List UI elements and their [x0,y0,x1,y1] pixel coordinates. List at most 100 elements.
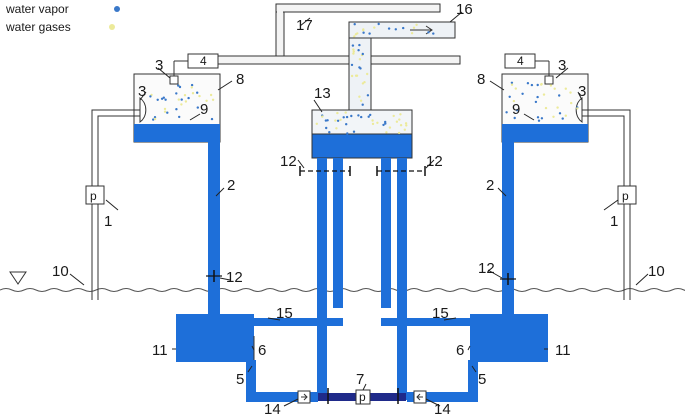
dot [352,50,355,53]
dot [209,93,213,97]
label-17: 17 [296,17,313,34]
dot [558,94,561,97]
central-pipes [254,158,471,328]
dot [315,122,318,126]
label-1-right: 1 [610,213,618,230]
label-5-left: 5 [236,371,244,388]
dot [564,87,567,90]
dot [152,118,155,121]
check-valve-14-left[interactable] [297,390,311,404]
dot [384,122,387,125]
dot [354,74,358,77]
dot [549,84,553,87]
pump-p-left: p [90,189,97,203]
dot [321,115,324,118]
dot [362,29,365,32]
dot [534,100,538,104]
left-chamber-8 [133,73,221,143]
label-1-left: 1 [104,213,112,230]
pump-p-center: p [359,390,366,404]
dot [358,58,362,61]
dot [530,83,534,87]
label-3-right: 3 [578,83,586,100]
valve-12-center-right[interactable] [376,166,426,176]
dot [373,26,376,29]
dot [156,98,159,102]
dot [363,81,366,84]
valve-12-right[interactable] [500,273,516,285]
right-tank-11 [470,314,548,362]
dot [346,132,349,135]
left-tank-11 [176,314,255,362]
dot [166,111,169,114]
dot [526,82,530,85]
dot [405,124,408,127]
legend: water vapor water gases [5,2,120,34]
dot [175,92,178,95]
dot [361,52,364,56]
dot [205,99,208,103]
dot [353,35,356,38]
label-6-right: 6 [456,342,464,359]
dot [326,119,329,122]
label-12-center-left: 12 [280,153,297,170]
dot [521,92,524,96]
dot [339,118,342,122]
dot [402,26,405,30]
dot [514,87,517,90]
dot [540,83,543,86]
dot [163,110,167,113]
dot [397,131,401,135]
dot [377,22,380,26]
dot [198,94,201,98]
dot [564,114,567,117]
dot [362,31,365,34]
pump-7[interactable] [327,388,399,405]
label-12-right: 12 [478,260,495,277]
dot [180,98,183,101]
dot [352,48,355,51]
dot [371,122,375,126]
dot [427,31,430,34]
dot [335,127,338,130]
dot [536,95,539,99]
label-8-right: 8 [477,71,485,88]
dot [392,114,395,118]
legend-gases-label: water gases [5,20,71,34]
dot [398,118,401,121]
dot [358,66,361,69]
dot [163,107,167,111]
dot [351,44,355,47]
label-2-right: 2 [486,177,494,194]
label-3-top-left: 3 [155,57,163,74]
dot [569,91,572,94]
valve-12-center-left[interactable] [299,166,351,176]
dot [175,108,178,111]
dot [153,116,157,119]
dot [352,52,355,55]
dot [510,83,514,86]
dot [162,96,165,99]
label-9-right: 9 [512,101,520,118]
dot [345,123,348,126]
dot [556,106,559,109]
label-5-right: 5 [478,371,486,388]
dot [357,114,360,117]
label-6-left: 6 [258,342,266,359]
leader-lines [69,11,649,407]
dot [178,85,182,89]
device-4-right [504,53,550,76]
valve-12-left[interactable] [206,270,222,282]
dot [153,117,157,121]
dot [570,101,573,105]
dot [369,113,372,117]
dot [210,117,214,121]
dot [359,99,363,102]
dot [388,126,392,129]
dot [177,98,180,101]
dot [371,119,374,122]
dot [345,115,349,119]
check-valve-14-right[interactable] [413,390,427,404]
label-13: 13 [314,85,331,102]
